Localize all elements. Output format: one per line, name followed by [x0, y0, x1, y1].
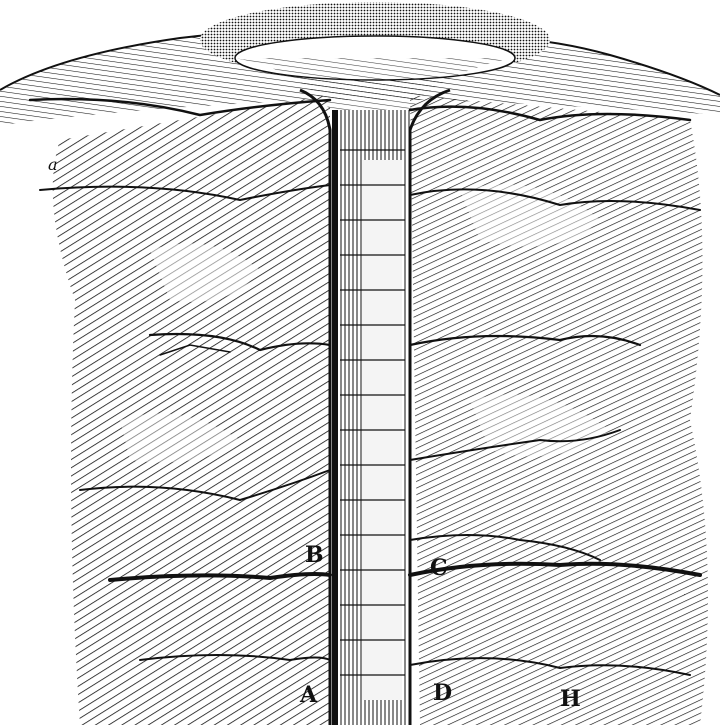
label-B: B [305, 542, 324, 568]
label-a: a [48, 155, 58, 174]
label-D: D [433, 680, 452, 706]
vertical-shaft [330, 110, 410, 725]
label-C: C [430, 555, 448, 581]
label-A: A [299, 682, 318, 708]
label-H: H [560, 686, 581, 712]
